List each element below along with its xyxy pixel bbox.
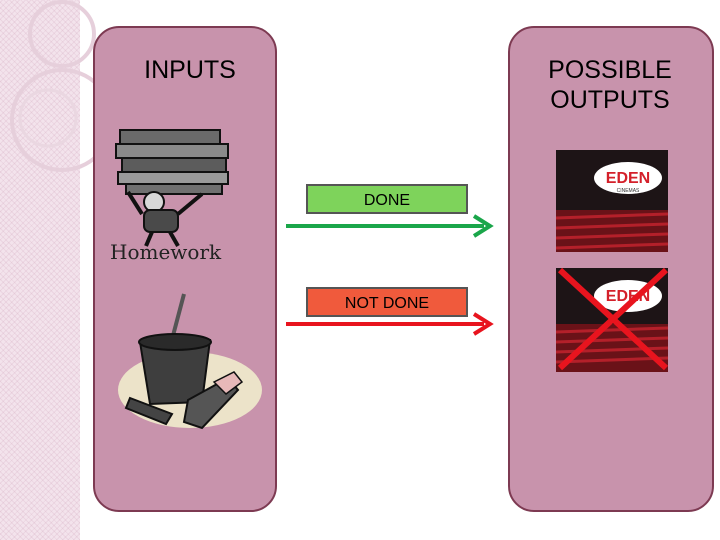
outputs-title: POSSIBLE OUTPUTS bbox=[520, 55, 700, 115]
outputs-title-text: POSSIBLE OUTPUTS bbox=[548, 56, 672, 114]
cinema-icon: EDEN CINEMAS bbox=[556, 150, 668, 252]
not-done-label: NOT DONE bbox=[306, 287, 468, 317]
inputs-panel bbox=[93, 26, 277, 512]
cleaning-bucket-icon bbox=[118, 293, 262, 430]
inputs-title: INPUTS bbox=[144, 56, 236, 84]
done-arrow bbox=[286, 214, 494, 238]
cross-line-2 bbox=[557, 268, 668, 371]
crossed-out-cinema-icon: EDEN bbox=[556, 268, 668, 372]
not-done-arrow bbox=[286, 312, 494, 336]
cinema-logo-text: EDEN bbox=[606, 170, 650, 187]
done-label: DONE bbox=[306, 184, 468, 214]
homework-caption: Homework bbox=[110, 240, 222, 262]
homework-books-icon: Homework bbox=[110, 129, 229, 262]
cinema-subtext: CINEMAS bbox=[617, 188, 640, 194]
